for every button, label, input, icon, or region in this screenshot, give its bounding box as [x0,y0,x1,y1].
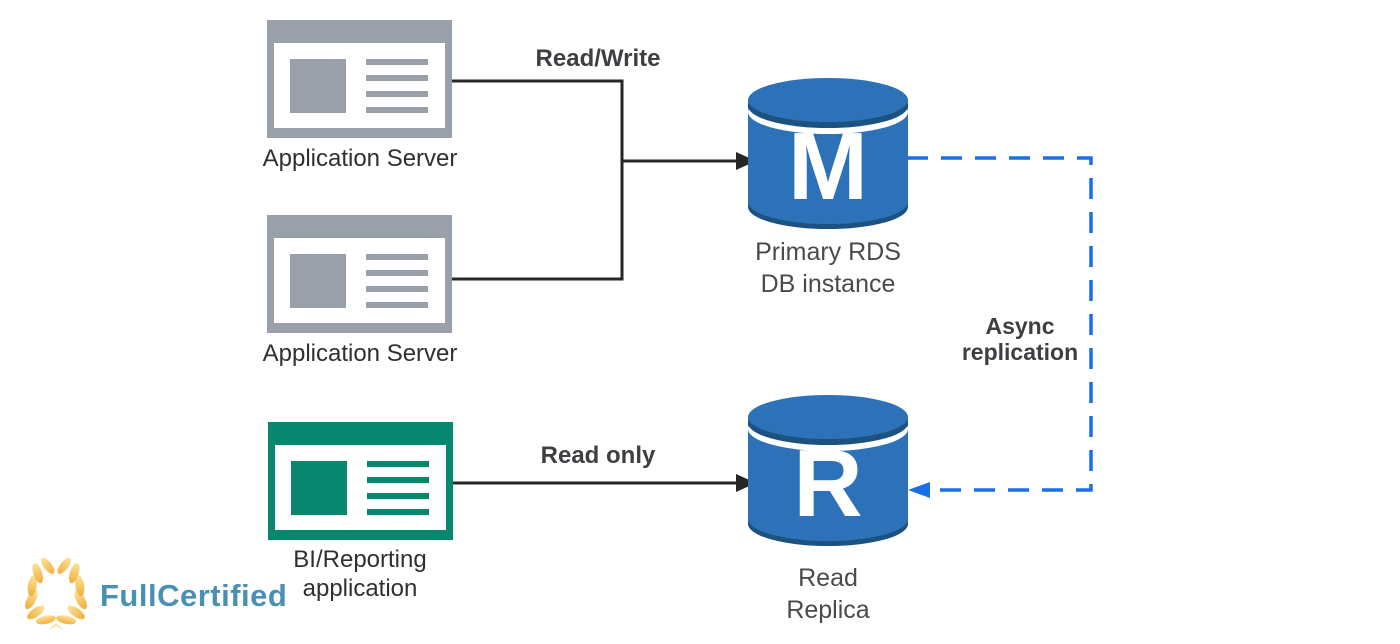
primary-db-letter: M [788,113,868,220]
read-replica-label-line2: Replica [786,596,870,624]
app-server-2-icon [267,215,452,333]
async-label-line2: replication [961,339,1079,365]
app-servers-bus-line [452,79,624,281]
primary-rds-db-icon: M [748,78,908,229]
read-replica-db-icon: R [748,395,908,546]
window-image-block [291,460,347,515]
logo-text: FullCertified [100,578,288,613]
app-server-1-icon [267,20,452,138]
primary-db-label: Primary RDS DB instance [755,236,901,300]
bi-reporting-app-label: BI/Reporting application [293,545,426,603]
primary-db-label-line1: Primary RDS [755,238,901,266]
read-replica-label: Read Replica [786,562,869,626]
primary-db-label-line2: DB instance [760,270,896,298]
laurel-wreath-icon [25,557,87,630]
app-window-content [274,238,445,323]
async-replication-arrowhead [908,482,930,498]
fullcertified-logo: FullCertified [24,556,287,636]
window-image-block [290,253,346,308]
window-text-lines [366,58,428,113]
window-text-lines [366,253,428,308]
async-replication-dashed-line [907,156,1093,492]
bi-reporting-app-icon [268,422,453,540]
read-replica-label-line1: Read [798,564,858,592]
async-label-line1: Async [985,313,1055,339]
read-write-arrowhead [736,152,756,170]
app-window-content [274,43,445,128]
bi-label-line1: BI/Reporting [293,546,427,573]
window-image-block [290,58,346,113]
app-server-1-label: Application Server [262,145,458,172]
read-write-edge-label: Read/Write [535,45,661,72]
read-only-edge-label: Read only [540,442,656,469]
app-window-content [275,445,446,530]
async-replication-edge-label: Async replication [962,313,1078,365]
window-text-lines [367,460,429,515]
app-server-2-label: Application Server [262,340,458,367]
read-replica-letter: R [793,430,862,537]
read-only-arrowhead [736,474,756,492]
bi-label-line2: application [302,575,418,602]
